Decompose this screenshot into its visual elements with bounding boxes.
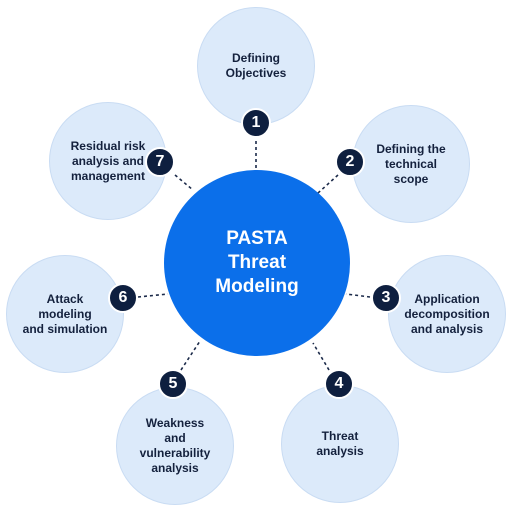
stage-4-circle: Threat analysis bbox=[281, 385, 399, 503]
stage-5-circle: Weakness and vulnerability analysis bbox=[116, 387, 234, 505]
stage-7-label: Residual risk analysis and management bbox=[70, 138, 146, 183]
center-title: PASTA Threat Modeling bbox=[215, 228, 299, 297]
stage-3-label: Application decomposition and analysis bbox=[404, 291, 490, 336]
stage-7-badge: 7 bbox=[145, 147, 175, 177]
connector-3 bbox=[345, 293, 371, 298]
stage-2-label: Defining the technical scope bbox=[376, 141, 446, 186]
stage-1-badge: 1 bbox=[241, 108, 271, 138]
center-circle: PASTA Threat Modeling bbox=[164, 170, 350, 356]
stage-6-circle: Attack modeling and simulation bbox=[6, 255, 124, 373]
stage-2-badge: 2 bbox=[335, 147, 365, 177]
stage-1-label: Defining Objectives bbox=[225, 51, 287, 80]
stage-6-badge: 6 bbox=[108, 283, 138, 313]
stage-4-label: Threat analysis bbox=[316, 429, 364, 458]
connector-5 bbox=[180, 340, 201, 371]
stage-3-circle: Application decomposition and analysis bbox=[388, 255, 506, 373]
stage-5-label: Weakness and vulnerability analysis bbox=[139, 416, 211, 475]
connector-4 bbox=[312, 342, 330, 371]
connector-2 bbox=[317, 174, 339, 194]
stage-4-badge: 4 bbox=[324, 369, 354, 399]
stage-5-badge: 5 bbox=[158, 369, 188, 399]
stage-3-badge: 3 bbox=[371, 283, 401, 313]
connector-7 bbox=[174, 174, 194, 191]
stage-1-circle: Defining Objectives bbox=[197, 7, 315, 125]
stage-6-label: Attack modeling and simulation bbox=[22, 291, 108, 336]
stage-2-circle: Defining the technical scope bbox=[352, 105, 470, 223]
connector-6 bbox=[137, 293, 169, 298]
